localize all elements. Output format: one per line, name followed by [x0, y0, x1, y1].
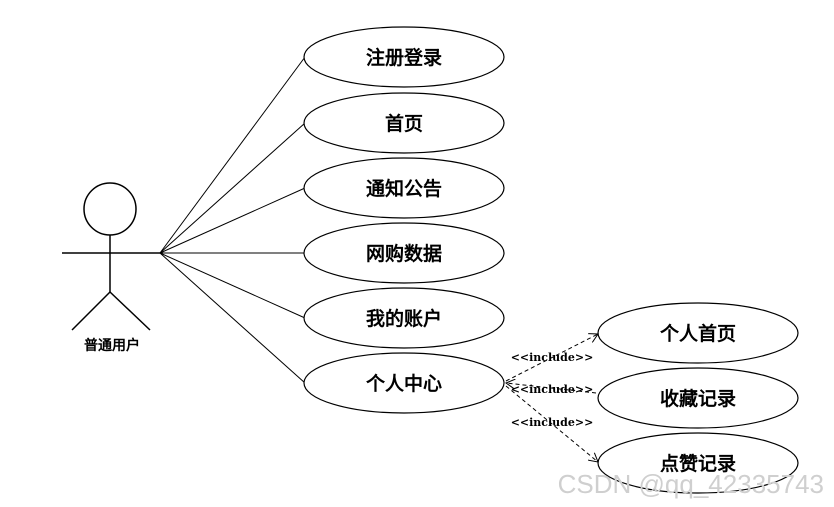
use-case-shopping-data: 网购数据 — [303, 222, 505, 284]
include-relationships: <<include>> <<include>> <<include>> — [506, 334, 598, 462]
association-home — [159, 122, 306, 254]
use-case-ellipse — [597, 432, 799, 494]
use-case-notice: 通知公告 — [303, 157, 505, 219]
use-case-personal-home: 个人首页 — [597, 302, 799, 364]
use-case-ellipse — [597, 302, 799, 364]
use-case-label: 我的账户 — [366, 307, 442, 330]
use-case-label: 首页 — [385, 112, 423, 135]
use-case-label: 网购数据 — [366, 242, 442, 265]
use-case-home: 首页 — [303, 92, 505, 154]
use-case-ellipse — [303, 26, 505, 88]
use-case-label: 收藏记录 — [660, 387, 736, 410]
use-case-ellipse — [597, 367, 799, 429]
use-case-label: 通知公告 — [366, 177, 442, 200]
use-case-label: 个人中心 — [365, 372, 442, 395]
include-arrow-to-center — [506, 383, 597, 394]
use-case-ellipse — [303, 157, 505, 219]
use-case-personal-center: 个人中心 — [303, 352, 505, 414]
actor-stick-figure — [62, 182, 160, 331]
use-case-ellipse — [303, 352, 505, 414]
use-case-label: 注册登录 — [366, 46, 442, 69]
use-case-ellipse — [303, 287, 505, 349]
include-arrow-personal-home — [505, 334, 598, 382]
associations — [159, 56, 306, 384]
include-label: <<include>> — [511, 383, 594, 396]
use-case-label: 个人首页 — [659, 322, 736, 345]
watermark: CSDN @qq_42335743 — [558, 469, 824, 499]
actor-head — [83, 182, 137, 236]
association-register — [159, 56, 306, 254]
use-case-my-account: 我的账户 — [303, 287, 505, 349]
use-case-label: 点赞记录 — [660, 453, 736, 475]
include-arrow-likes — [505, 385, 598, 462]
use-case-ellipse — [303, 92, 505, 154]
actor-right-leg — [109, 291, 151, 331]
include-label: <<include>> — [511, 416, 594, 429]
use-case-ellipse — [303, 222, 505, 284]
actor-left-leg — [71, 291, 111, 331]
include-label: <<include>> — [511, 351, 594, 364]
use-case-favorites: 收藏记录 — [597, 367, 799, 429]
actor-label: 普通用户 — [84, 337, 140, 354]
association-notice — [159, 187, 306, 254]
association-personal-center — [159, 252, 306, 384]
association-my-account — [159, 252, 306, 319]
use-case-register: 注册登录 — [303, 26, 505, 88]
use-case-likes: 点赞记录 — [597, 432, 799, 494]
